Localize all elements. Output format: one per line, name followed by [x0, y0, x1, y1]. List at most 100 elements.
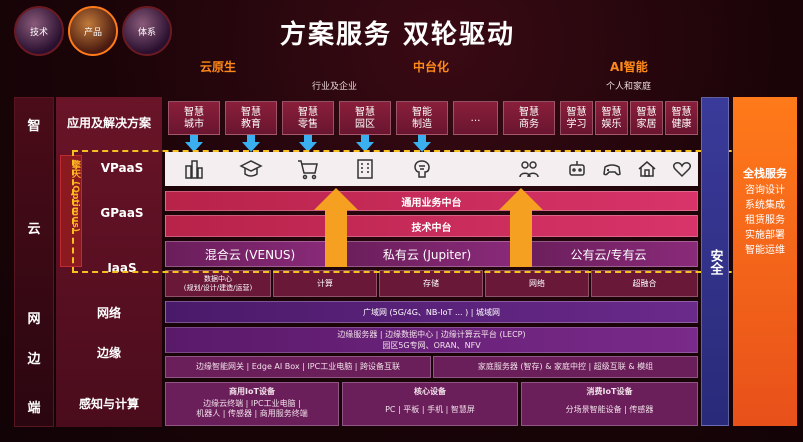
app-smart-education[interactable]: 智慧 教育 — [225, 101, 277, 135]
blue-arrow-head — [242, 142, 260, 152]
row-label-gpaas: GPaaS — [100, 206, 144, 220]
blue-arrow-shaft — [361, 135, 369, 143]
device-consumer-title: 消费IoT设备 — [586, 387, 633, 396]
blue-arrow-shaft — [304, 135, 312, 143]
app-smart-park[interactable]: 智慧 园区 — [339, 101, 391, 135]
gpaas-tech-platform: 技术中台 — [165, 215, 698, 237]
device-core-items: PC | 平板 | 手机 | 智慧屏 — [385, 405, 475, 414]
fullstack-title: 全栈服务 — [743, 167, 787, 180]
cloud-public[interactable]: 公有云/专有云 — [519, 241, 698, 267]
device-consumer: 消费IoT设备 分场景智能设备 | 传感器 — [521, 382, 698, 426]
app-smart-business[interactable]: 智慧 商务 — [503, 101, 555, 135]
fullstack-item: 租赁服务 — [745, 215, 785, 226]
category-ai-sub: 个人和家庭 — [606, 82, 652, 92]
optimus-box — [60, 155, 82, 267]
orange-arrow-shaft-right — [510, 209, 532, 267]
blue-arrow-shaft — [190, 135, 198, 143]
circle-tech[interactable]: 技术 — [14, 6, 64, 56]
vpaas-cell-park — [341, 154, 389, 184]
vpaas-cell-learning — [561, 154, 592, 184]
app-smart-retail[interactable]: 智慧 零售 — [282, 101, 334, 135]
category-ai: AI智能 — [610, 60, 648, 74]
app-smart-home[interactable]: 智慧 家居 — [630, 101, 663, 135]
left-label-duan: 端 — [27, 401, 41, 416]
shopping-cart-icon — [298, 160, 318, 180]
blue-arrow-shaft — [247, 135, 255, 143]
device-consumer-items: 分场景智能设备 | 传感器 — [565, 405, 654, 414]
city-icon — [185, 160, 203, 179]
circle-system-label: 体系 — [137, 27, 156, 38]
cloud-hybrid[interactable]: 混合云 (VENUS) — [165, 241, 335, 267]
blue-arrow-head — [185, 142, 203, 152]
gpaas-general-business: 通用业务中台 — [165, 191, 698, 211]
security-column: 安全 — [701, 97, 729, 426]
robot-icon — [568, 161, 585, 176]
left-label-yun: 云 — [27, 222, 41, 237]
row-label-vpaas: VPaaS — [100, 161, 144, 175]
orange-arrow-head-left — [314, 188, 358, 210]
app-smart-city[interactable]: 智慧 城市 — [168, 101, 220, 135]
fullstack-item: 咨询设计 — [745, 185, 785, 196]
app-smart-learning[interactable]: 智慧 学习 — [560, 101, 593, 135]
vpaas-cell-education — [227, 154, 275, 184]
vpaas-cell-city — [170, 154, 218, 184]
blue-arrow-head — [299, 142, 317, 152]
circle-product-label: 产品 — [83, 27, 102, 38]
category-cloud-native-sub: 行业及企业 — [312, 82, 358, 92]
network-band: 广域网 (5G/4G、NB-IoT ... ) | 城域网 — [165, 301, 698, 323]
left-column — [14, 97, 54, 427]
brain-icon — [414, 160, 430, 178]
row-label-sense: 感知与计算 — [78, 396, 139, 411]
edge-line2: 园区5G专网、ORAN、NFV — [382, 341, 481, 350]
circle-system[interactable]: 体系 — [122, 6, 172, 56]
iaas-datacenter: 数据中心 (规划/设计/建造/运营) — [165, 270, 271, 297]
vpaas-cell-health — [666, 154, 697, 184]
row-label-edge: 边缘 — [96, 345, 121, 360]
blue-arrow-shaft — [418, 135, 426, 143]
vpaas-cell-manufacturing — [398, 154, 446, 184]
edge-line1: 边缘服务器 | 边缘数据中心 | 边缘计算云平台 (LECP) — [337, 330, 526, 339]
app-smart-entertainment[interactable]: 智慧 娱乐 — [595, 101, 628, 135]
category-middle-platform: 中台化 — [413, 60, 450, 74]
circle-tech-label: 技术 — [29, 27, 48, 38]
edge-right-band: 家庭服务器 (智存) & 家庭中控 | 超级互联 & 模组 — [433, 356, 698, 378]
page-title: 方案服务 双轮驱动 — [280, 20, 516, 50]
building-icon — [357, 159, 373, 179]
dashed-highlight-frame — [72, 150, 782, 273]
iaas-network: 网络 — [485, 270, 589, 297]
device-core: 核心设备 PC | 平板 | 手机 | 智慧屏 — [342, 382, 518, 426]
edge-left-band: 边缘智能网关 | Edge AI Box | IPC工业电脑 | 跨设备互联 — [165, 356, 431, 378]
row-label-apps: 应用及解决方案 — [66, 115, 151, 130]
iaas-storage: 存储 — [379, 270, 483, 297]
blue-arrow-head — [413, 142, 431, 152]
app-smart-manufacturing[interactable]: 智能 制造 — [396, 101, 448, 135]
app-smart-health[interactable]: 智慧 健康 — [665, 101, 698, 135]
gamepad-icon — [602, 164, 621, 176]
left-label-zhi: 智 — [27, 119, 41, 134]
fullstack-item: 系统集成 — [745, 200, 785, 211]
device-commercial-items: 边缘云终端 | IPC工业电脑 | 机器人 | 传感器 | 商用服务终端 — [196, 399, 308, 418]
fullstack-item: 智能运维 — [745, 245, 785, 256]
heart-icon — [672, 162, 691, 178]
vpaas-cell-home — [631, 154, 662, 184]
left-label-bian: 边 — [27, 352, 41, 367]
orange-arrow-head-right — [499, 188, 543, 210]
app-ellipsis: … — [453, 101, 498, 135]
optimus-label: 擎天 (Optimus) — [70, 160, 80, 232]
cloud-private[interactable]: 私有云 (Jupiter) — [337, 241, 517, 267]
vpaas-cell-entertainment — [596, 154, 627, 184]
category-cloud-native: 云原生 — [200, 60, 237, 74]
vpaas-cell-business — [505, 154, 553, 184]
device-commercial-title: 商用IoT设备 — [229, 387, 275, 396]
fullstack-column — [733, 97, 797, 426]
edge-top-band — [165, 327, 698, 353]
circle-product[interactable]: 产品 — [68, 6, 118, 56]
iaas-compute: 计算 — [273, 270, 377, 297]
blue-arrow-head — [356, 142, 374, 152]
device-core-title: 核心设备 — [414, 387, 446, 396]
iaas-hyperconverged: 超融合 — [591, 270, 698, 297]
fullstack-item: 实施部署 — [745, 230, 785, 241]
team-icon — [519, 161, 539, 178]
graduation-cap-icon — [239, 160, 263, 177]
left-label-wang: 网 — [27, 312, 41, 327]
